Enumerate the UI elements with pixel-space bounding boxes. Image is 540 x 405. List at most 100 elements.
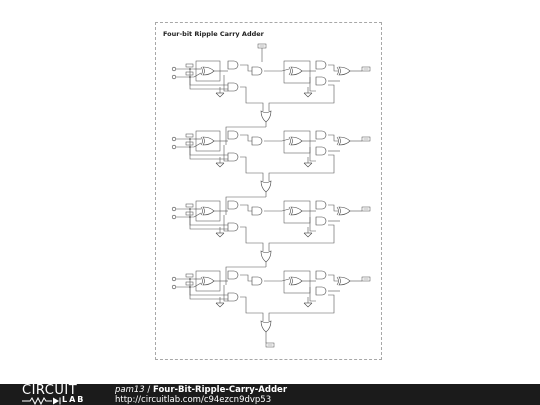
and-gate <box>251 136 263 146</box>
xor-gate <box>338 206 351 216</box>
and-gate <box>315 146 327 156</box>
and-gate <box>227 200 239 210</box>
xor-gate-arc <box>200 276 203 286</box>
and-gate <box>227 292 239 302</box>
input-node <box>171 284 177 290</box>
wire <box>223 75 228 92</box>
half-adder-block <box>283 270 311 294</box>
full-adder-stage-4 <box>171 270 371 348</box>
and-gate <box>315 216 327 226</box>
and-gate <box>227 130 239 140</box>
wire <box>189 147 228 160</box>
wire <box>268 224 335 251</box>
circuit-url-link[interactable]: http://circuitlab.com/c94ezcn9dvp53 <box>115 395 272 405</box>
wire <box>240 86 264 111</box>
input-node <box>171 144 177 150</box>
and-gate <box>315 76 327 86</box>
schematic-canvas: Four-bit Ripple Carry Adder <box>155 22 382 360</box>
wire <box>240 296 264 321</box>
xor-gate <box>202 136 215 146</box>
ground-symbol <box>215 92 225 98</box>
or-gate <box>260 320 272 333</box>
or-gate <box>260 110 272 123</box>
full-adder-stage-3 <box>171 200 371 285</box>
net-label-tag <box>185 63 194 68</box>
wire <box>193 142 202 148</box>
circuitlab-logo[interactable]: CIRCUIT LAB <box>22 384 94 405</box>
logo-lab-text: LAB <box>62 395 86 404</box>
ground-symbol <box>215 232 225 238</box>
wire <box>225 126 266 145</box>
xor-gate-arc <box>288 66 291 76</box>
net-label-tag <box>185 281 194 286</box>
xor-gate-arc <box>336 66 339 76</box>
wire <box>240 226 264 251</box>
xor-gate <box>290 136 303 146</box>
net-label-tag <box>185 273 194 278</box>
schematic-sheet-border <box>155 22 382 360</box>
net-label-tag <box>185 141 194 146</box>
wire <box>328 204 338 212</box>
schematic-title: Four-bit Ripple Carry Adder <box>163 30 264 38</box>
ground-symbol <box>303 232 313 238</box>
xor-gate <box>338 66 351 76</box>
wire <box>193 282 202 288</box>
resistor-logo-icon <box>22 396 61 405</box>
ground-symbol <box>303 302 313 308</box>
xor-gate <box>290 276 303 286</box>
input-node <box>171 74 177 80</box>
wire <box>309 287 316 302</box>
xor-gate-arc <box>336 136 339 146</box>
wire <box>281 68 290 72</box>
circuit-title-link[interactable]: Four-Bit-Ripple-Carry-Adder <box>152 385 288 395</box>
credit-separator: / <box>144 385 153 395</box>
input-node <box>171 206 177 212</box>
xor-gate-arc <box>200 136 203 146</box>
wire <box>193 72 202 78</box>
and-gate <box>251 206 263 216</box>
schematic-drawing <box>171 43 371 348</box>
wire <box>240 204 252 212</box>
xor-gate <box>290 66 303 76</box>
full-adder-stage-2 <box>171 130 371 215</box>
wire <box>225 196 266 215</box>
wire <box>189 77 228 90</box>
wire <box>240 156 264 181</box>
wire <box>193 212 202 218</box>
logo-wordmark: CIRCUIT <box>22 383 78 398</box>
xor-gate-arc <box>200 206 203 216</box>
and-gate <box>227 152 239 162</box>
wire <box>240 64 252 72</box>
wire <box>328 274 338 282</box>
xor-gate <box>290 206 303 216</box>
ground-symbol <box>303 162 313 168</box>
or-gate <box>260 250 272 263</box>
or-gate <box>260 180 272 193</box>
xor-gate <box>202 206 215 216</box>
xor-gate-arc <box>336 276 339 286</box>
wire <box>189 217 228 230</box>
circuit-credit: pam13 / Four-Bit-Ripple-Carry-Adder <box>115 385 287 395</box>
xor-gate <box>202 276 215 286</box>
input-node <box>171 214 177 220</box>
wire <box>268 154 335 181</box>
net-label-tag <box>185 203 194 208</box>
xor-gate-arc <box>288 136 291 146</box>
wire <box>281 208 290 212</box>
ground-symbol <box>215 302 225 308</box>
wire <box>281 278 290 282</box>
ground-symbol <box>303 92 313 98</box>
and-gate <box>315 200 327 210</box>
input-node <box>171 276 177 282</box>
wire <box>309 147 316 162</box>
xor-gate <box>338 276 351 286</box>
author-link[interactable]: pam13 <box>115 385 145 395</box>
wire <box>225 266 266 285</box>
xor-gate <box>338 136 351 146</box>
and-gate <box>251 66 263 76</box>
full-adder-stage-1 <box>171 60 371 145</box>
xor-gate-arc <box>200 66 203 76</box>
and-gate <box>227 82 239 92</box>
half-adder-block <box>283 130 311 154</box>
footer-bar <box>0 384 540 405</box>
